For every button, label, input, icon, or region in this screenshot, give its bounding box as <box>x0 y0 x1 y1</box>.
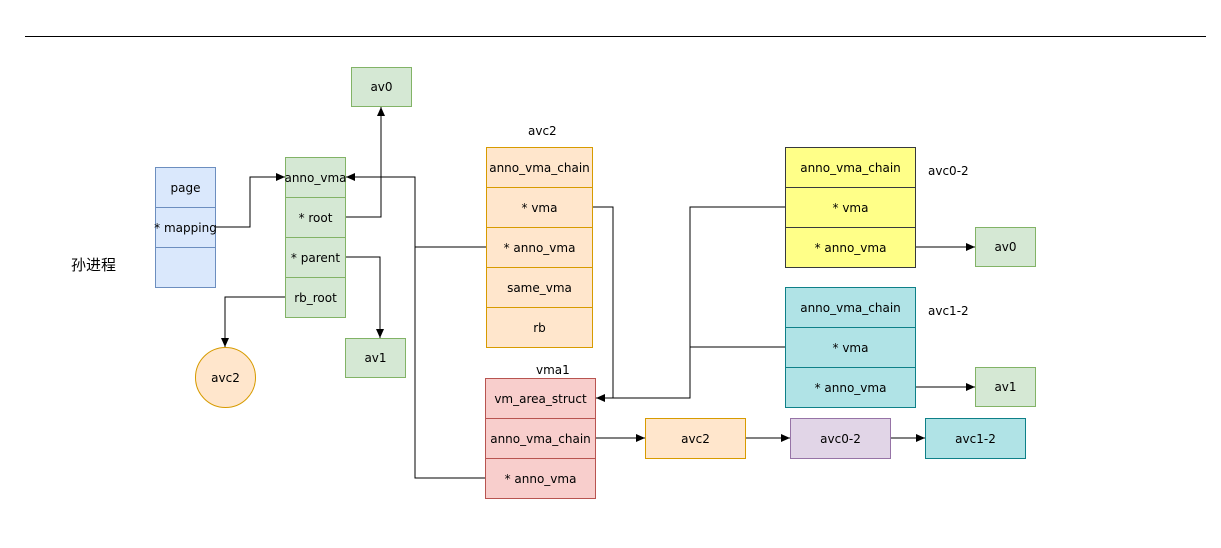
avc2-struct: anno_vma_chain * vma * anno_vma same_vma… <box>486 147 593 348</box>
page-struct-row: page <box>156 168 215 208</box>
avc2-row: * anno_vma <box>487 228 592 268</box>
vma1-row: * anno_vma <box>504 472 577 486</box>
page-struct-row <box>156 248 215 288</box>
avc1-2-row: * vma <box>786 328 915 368</box>
avc0-2-row: anno_vma_chain <box>786 148 915 188</box>
avc2-row: anno_vma_chain <box>487 148 592 188</box>
av0-node: av0 <box>351 67 412 107</box>
anon-vma-row: anno_vma <box>284 158 347 198</box>
anon-vma-struct: anno_vma * root * parent rb_root <box>284 157 347 318</box>
connector-root <box>346 107 385 218</box>
connector-mapping <box>216 173 285 228</box>
av1-node: av1 <box>345 338 406 378</box>
avc2-row: * vma <box>487 188 592 228</box>
connector-avc0-2-vma <box>596 206 785 402</box>
chain-avc1-2-node: avc1-2 <box>925 418 1026 459</box>
avc2-circle-node: avc2 <box>195 347 256 408</box>
vma1-row: anno_vma_chain <box>486 419 595 459</box>
avc2-title: avc2 <box>528 124 557 138</box>
avc0-2-struct: anno_vma_chain * vma * anno_vma <box>785 147 916 268</box>
connector-vma1-anno-vma <box>346 173 485 479</box>
connector-avc2-vma <box>593 206 614 399</box>
page-struct: page * mapping <box>154 167 217 288</box>
av1-node: av1 <box>975 367 1036 407</box>
chain-avc0-2-node: avc0-2 <box>790 418 891 459</box>
anon-vma-row: * parent <box>286 238 345 278</box>
avc1-2-struct: anno_vma_chain * vma * anno_vma <box>785 287 916 408</box>
connector-rb-root <box>221 296 285 347</box>
vma1-title: vma1 <box>536 363 570 377</box>
chain-avc2-node: avc2 <box>645 418 746 459</box>
anon-vma-row: * root <box>286 198 345 238</box>
avc1-2-row: anno_vma_chain <box>786 288 915 328</box>
avc0-2-row: * vma <box>786 188 915 228</box>
process-label: 孙进程 <box>71 256 117 274</box>
av0-node: av0 <box>975 227 1036 267</box>
top-divider <box>25 36 1206 37</box>
avc0-2-row: * anno_vma <box>814 241 887 255</box>
anon-vma-row: rb_root <box>294 291 337 305</box>
avc1-2-title: avc1-2 <box>928 304 969 318</box>
avc2-row: same_vma <box>487 268 592 308</box>
page-struct-row: * mapping <box>154 208 217 248</box>
avc0-2-title: avc0-2 <box>928 164 969 178</box>
vma1-struct: vm_area_struct anno_vma_chain * anno_vma <box>485 378 596 499</box>
vma1-row: vm_area_struct <box>486 379 595 419</box>
avc2-row: rb <box>533 321 546 335</box>
connector-parent <box>346 256 384 338</box>
avc1-2-row: * anno_vma <box>814 381 887 395</box>
